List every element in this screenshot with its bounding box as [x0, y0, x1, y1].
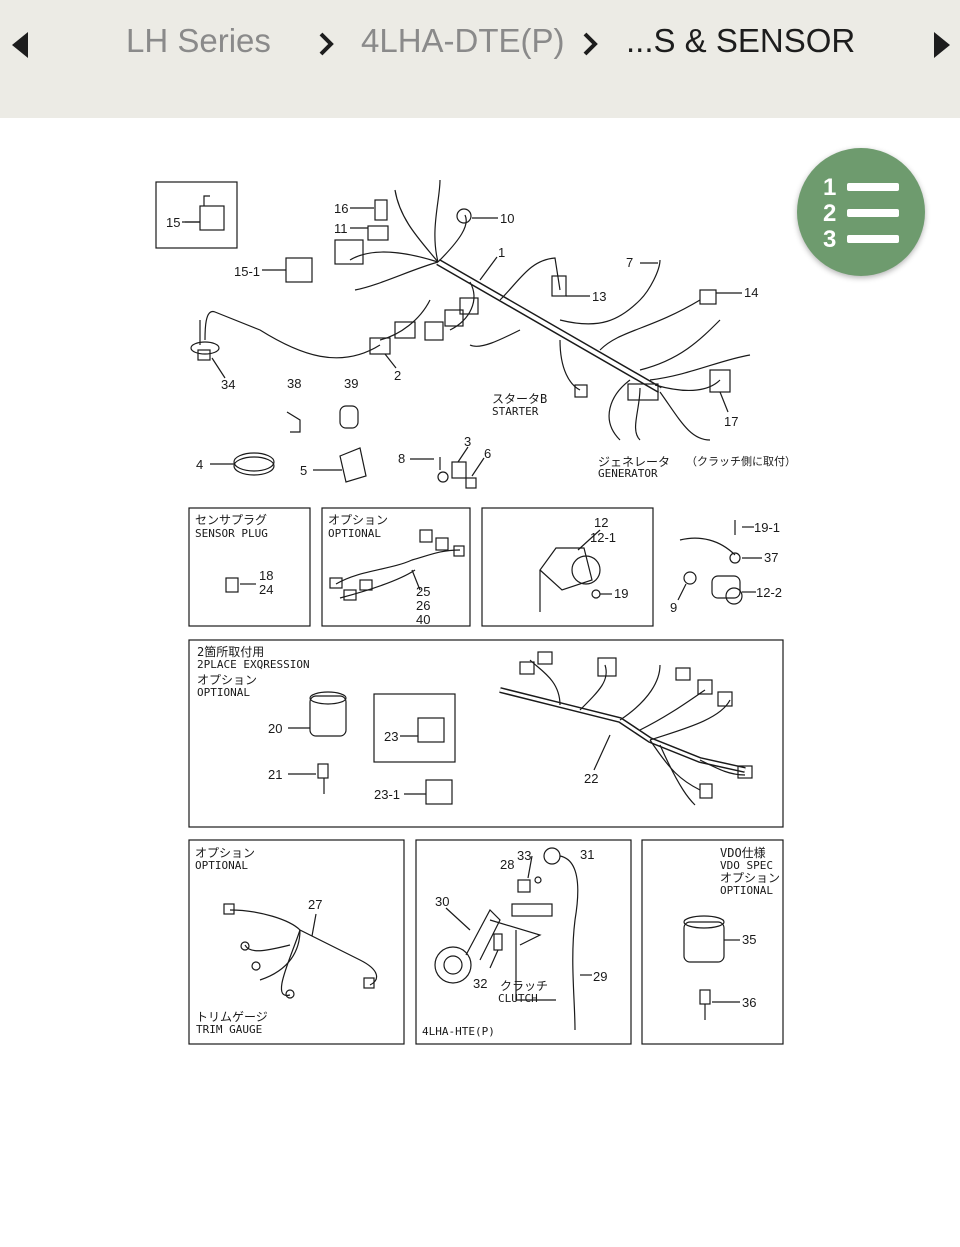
numbered-list-icon: 1 2 3	[823, 174, 899, 253]
trim-gauge-caption: TRIM GAUGE	[196, 1023, 262, 1036]
index-list-button[interactable]: 1 2 3	[797, 148, 925, 276]
generator-label-jp: ジェネレータ	[598, 455, 670, 469]
part-number: 19-1	[754, 520, 780, 535]
part-number: 38	[287, 376, 301, 391]
relay-box	[481, 507, 654, 627]
part-number: 23	[384, 729, 398, 744]
part-number: 39	[344, 376, 358, 391]
part-number: 29	[593, 969, 607, 984]
part-number: 3	[464, 434, 471, 449]
caret-right-icon[interactable]	[928, 30, 954, 60]
relay-15-part	[199, 205, 225, 231]
part-number: 9	[670, 600, 677, 615]
relay-23-frame	[373, 693, 456, 763]
part-number: 32	[473, 976, 487, 991]
part-number: 36	[742, 995, 756, 1010]
part-number: 21	[268, 767, 282, 782]
caret-left-icon[interactable]	[8, 30, 34, 60]
part-number: 13	[592, 289, 606, 304]
part-number: 7	[626, 255, 633, 270]
part-number: 23-1	[374, 787, 400, 802]
part-number: 4	[196, 457, 203, 472]
part-number: 15-1	[234, 264, 260, 279]
part-number: 33	[517, 848, 531, 863]
clutch-label: CLUTCH	[498, 992, 538, 1005]
part-number: 30	[435, 894, 449, 909]
part-number: 17	[724, 414, 738, 429]
relay-15-1-part	[285, 257, 313, 283]
clutch-model-label: 4LHA-HTE(P)	[422, 1025, 495, 1038]
trim-option: OPTIONAL	[195, 859, 248, 872]
part-number: 12	[594, 515, 608, 530]
clutch-box	[415, 839, 632, 1045]
part-number: 27	[308, 897, 322, 912]
generator-label: GENERATOR	[598, 467, 658, 480]
two-place-option-jp: オプション	[197, 673, 257, 687]
starter-label: STARTER	[492, 405, 539, 418]
part-number: 26	[416, 598, 430, 613]
vdo-option-jp: オプション	[720, 871, 780, 885]
part-number: 1	[498, 245, 505, 260]
vdo-box	[641, 839, 784, 1045]
part-number: 15	[166, 215, 180, 230]
optional-title-jp: オプション	[328, 513, 388, 527]
optional-title: OPTIONAL	[328, 527, 381, 540]
part-number: 37	[764, 550, 778, 565]
clutch-note: （クラッチ側に取付）	[686, 455, 796, 468]
part-number: 40	[416, 612, 430, 627]
part-number: 28	[500, 857, 514, 872]
starter-label-jp: スタータB	[492, 392, 547, 406]
sensor-plug-title: SENSOR PLUG	[195, 527, 268, 540]
two-place-title-jp: 2箇所取付用	[197, 645, 264, 659]
trim-gauge-box	[188, 839, 405, 1045]
part-number: 2	[394, 368, 401, 383]
part-number: 12-2	[756, 585, 782, 600]
two-place-title: 2PLACE EXQRESSION	[197, 658, 310, 671]
part-number: 10	[500, 211, 514, 226]
list-number: 1	[823, 174, 836, 201]
part-number: 5	[300, 463, 307, 478]
breadcrumb-bar: LH Series 4LHA-DTE(P) ...S & SENSOR	[0, 0, 960, 118]
two-place-option: OPTIONAL	[197, 686, 250, 699]
breadcrumb-item-series[interactable]: LH Series	[126, 22, 271, 59]
sensor-plug-box	[188, 507, 311, 627]
part-number: 20	[268, 721, 282, 736]
clutch-label-jp: クラッチ	[500, 979, 548, 993]
part-number: 31	[580, 847, 594, 862]
trim-gauge-caption-jp: トリムゲージ	[196, 1010, 268, 1024]
part-number: 34	[221, 377, 235, 392]
vdo-title-jp: VDO仕様	[720, 846, 766, 860]
trim-option-jp: オプション	[195, 846, 255, 860]
part-number: 19	[614, 586, 628, 601]
chevron-right-icon	[319, 32, 334, 56]
list-number: 3	[823, 226, 836, 253]
part-number: 14	[744, 285, 758, 300]
vdo-option: OPTIONAL	[720, 884, 773, 897]
parts-diagram: 15 16 11 10 1 15-1 7 13 14 34 2 38 39 17…	[155, 179, 796, 1045]
part-number: 35	[742, 932, 756, 947]
part-number: 11	[334, 221, 348, 236]
vdo-title: VDO SPEC	[720, 859, 773, 872]
relay-15-frame	[155, 181, 238, 249]
part-number: 8	[398, 451, 405, 466]
two-place-box	[188, 639, 784, 828]
list-number: 2	[823, 200, 836, 227]
chevron-right-icon	[583, 32, 598, 56]
part-number: 25	[416, 584, 430, 599]
part-number: 24	[259, 582, 273, 597]
breadcrumb-item-current: ...S & SENSOR	[626, 22, 856, 59]
part-number: 12-1	[590, 530, 616, 545]
optional-harness-box	[321, 507, 471, 627]
part-number: 22	[584, 771, 598, 786]
part-number: 18	[259, 568, 273, 583]
breadcrumb-item-model[interactable]: 4LHA-DTE(P)	[361, 22, 565, 59]
part-number: 16	[334, 201, 348, 216]
sensor-plug-title-jp: センサプラグ	[195, 513, 267, 527]
part-number: 6	[484, 446, 491, 461]
